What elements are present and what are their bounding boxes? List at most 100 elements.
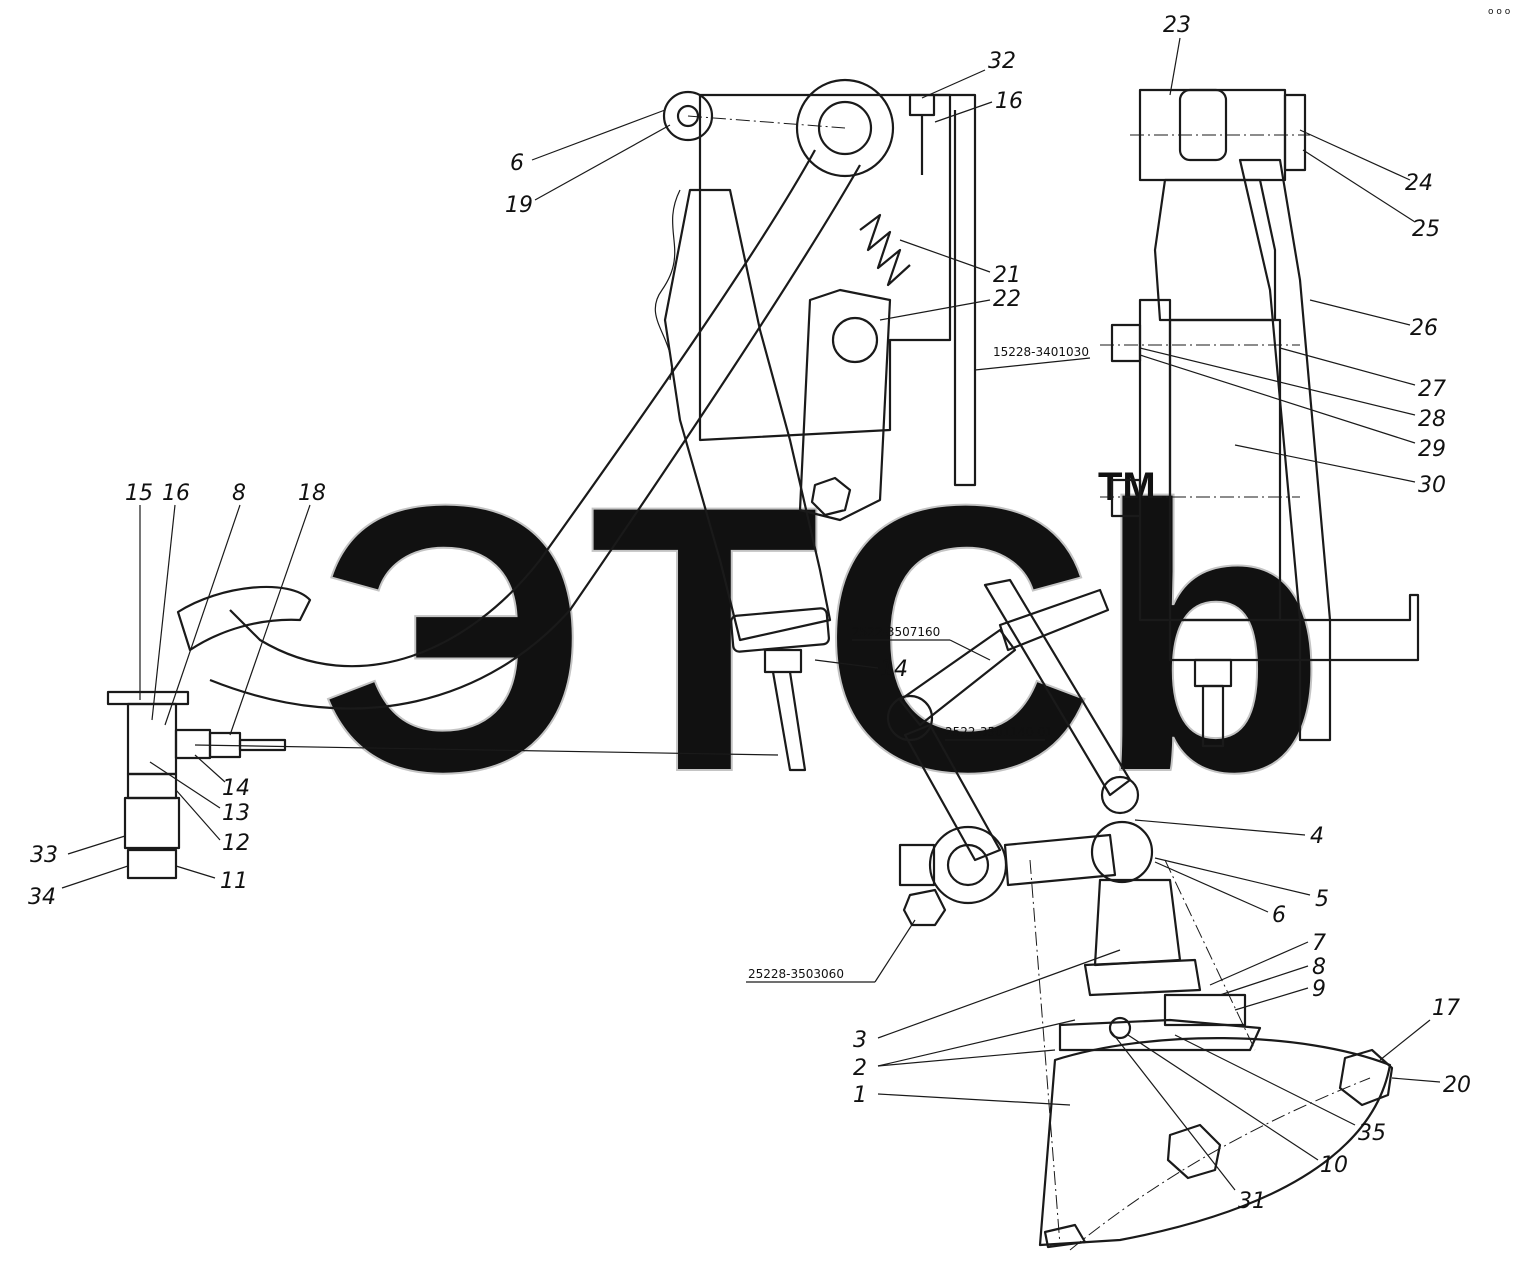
callout-4: 4 <box>1310 824 1324 849</box>
leader-2a <box>877 1049 1056 1067</box>
upper-clevis <box>662 90 714 142</box>
leader-6a <box>531 109 666 161</box>
leader-26 <box>1309 299 1411 326</box>
leader-28 <box>1139 347 1416 416</box>
pivot-centerline <box>687 115 846 129</box>
link-boss-bore <box>946 843 990 887</box>
watermark: ЭТСb TM <box>317 425 1328 852</box>
leader-7 <box>1209 941 1309 986</box>
callout-22: 22 <box>993 287 1021 312</box>
leader-8b <box>1219 965 1309 996</box>
callout-33: 33 <box>30 843 58 868</box>
callout-26: 26 <box>1410 316 1438 341</box>
side-bolt-upper <box>1110 323 1142 363</box>
lower-lever <box>798 288 892 522</box>
callout-10: 10 <box>1320 1153 1348 1178</box>
callout-23: 23 <box>1163 13 1191 38</box>
link-arm-down <box>903 723 1002 862</box>
valve-nut-12 <box>126 772 178 800</box>
link-bolt-10 <box>1108 1016 1132 1040</box>
pedal-bracket <box>698 93 952 442</box>
leader-19 <box>534 124 671 201</box>
leader-32 <box>921 69 986 99</box>
link-joint-top <box>1100 775 1140 815</box>
side-boot <box>1153 178 1277 322</box>
pedal-pad <box>176 585 312 652</box>
leader-k2 <box>949 639 991 661</box>
link-cl-left <box>1029 859 1061 1246</box>
leader-10 <box>1127 1034 1319 1161</box>
code-2522-3501140-01: 2522-3501140-01 <box>945 725 1053 739</box>
leader-31 <box>1109 1029 1236 1191</box>
link-nut-bottom <box>1043 1223 1087 1249</box>
pedal-arm-inner <box>209 164 861 710</box>
leader-27 <box>1279 347 1416 386</box>
callout-13: 13 <box>222 801 250 826</box>
leader-29 <box>1139 354 1416 444</box>
return-spring <box>859 213 911 287</box>
lever-bolt <box>831 316 879 364</box>
callout-6a: 6 <box>510 151 524 176</box>
watermark-text: ЭТСb <box>318 426 1327 851</box>
leader-33 <box>67 835 126 855</box>
leader-11 <box>175 865 216 879</box>
link-boot <box>1093 878 1182 967</box>
leader-8a <box>164 504 241 726</box>
corner-mark: o o o <box>1488 7 1511 17</box>
leader-6b <box>1154 861 1269 913</box>
callout-18: 18 <box>298 481 326 506</box>
leader-16a <box>934 101 993 123</box>
link-clamp-nut <box>902 888 947 927</box>
pedal-pivot-boss <box>795 78 895 178</box>
callout-9: 9 <box>1312 977 1326 1002</box>
link-collar <box>1083 958 1202 997</box>
pedal-assembly <box>176 78 977 772</box>
callout-14a: 14 <box>222 776 250 801</box>
code-25228-3503060: 25228-3503060 <box>748 967 844 981</box>
callout-11: 11 <box>220 869 248 894</box>
callout-31: 31 <box>1238 1189 1266 1214</box>
leader-3 <box>877 949 1121 1039</box>
callout-1: 1 <box>853 1083 867 1108</box>
callout-24: 24 <box>1405 171 1433 196</box>
callout-32: 32 <box>988 49 1016 74</box>
code-15228-3401030: 15228-3401030 <box>993 345 1089 359</box>
callout-19: 19 <box>505 193 533 218</box>
pedal-arm-outer <box>229 149 816 668</box>
leader-4 <box>1134 819 1306 836</box>
master-cylinder-body <box>663 188 832 642</box>
leader-1 <box>877 1093 1071 1106</box>
callout-20: 20 <box>1443 1073 1471 1098</box>
link-rod-c <box>898 628 1017 727</box>
link-nut-17 <box>1338 1048 1394 1107</box>
valve-cap-11 <box>126 848 178 880</box>
leader-13 <box>149 761 221 809</box>
side-view <box>1100 88 1420 748</box>
valve-tube <box>238 738 287 752</box>
callout-25: 25 <box>1412 217 1440 242</box>
callout-15: 15 <box>125 481 153 506</box>
callout-21: 21 <box>993 263 1021 288</box>
valve-side-port <box>174 728 212 760</box>
callout-16b: 16 <box>162 481 190 506</box>
leader-30 <box>1234 444 1416 483</box>
valve-body-33 <box>123 796 181 850</box>
leader-2b <box>877 1019 1076 1067</box>
callout-34: 34 <box>28 885 56 910</box>
link-cl-arc <box>1069 1077 1371 1251</box>
leader-35 <box>1174 1034 1356 1126</box>
callout-27: 27 <box>1418 377 1446 402</box>
side-base-bracket <box>1168 593 1420 662</box>
leader-k1 <box>974 357 1091 371</box>
callout-30: 30 <box>1418 473 1446 498</box>
leader-16b <box>151 504 176 721</box>
link-bar <box>1003 833 1117 887</box>
link-joint-upper <box>886 694 934 742</box>
callout-35: 35 <box>1358 1121 1386 1146</box>
leader-12 <box>175 789 221 841</box>
cylinder-end-cap <box>730 607 830 653</box>
callout-5: 5 <box>1315 887 1329 912</box>
link-joint-lower <box>1090 820 1154 884</box>
leader-23 <box>1169 37 1181 96</box>
